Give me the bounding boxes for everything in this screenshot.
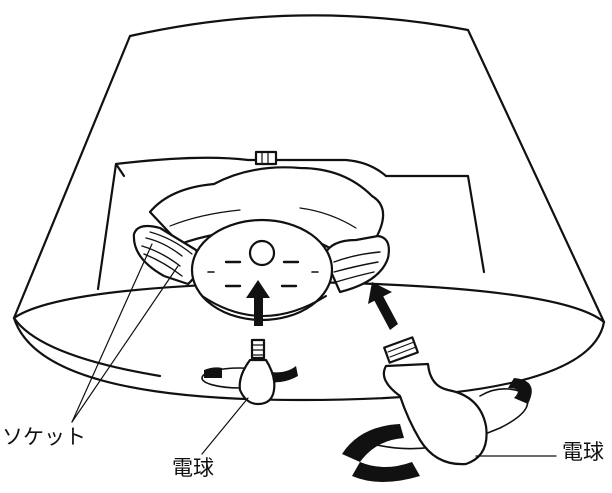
leader-lines — [71, 243, 557, 457]
socket-label: ソケット — [2, 425, 86, 449]
inner-housing — [96, 150, 486, 291]
bulb-label-right: 電球 — [562, 440, 604, 464]
up-arrow-center — [246, 280, 270, 326]
bulb-left — [201, 338, 298, 406]
bulb-right — [342, 336, 532, 482]
up-arrow-right — [368, 282, 398, 330]
bulb-label-left: 電球 — [172, 456, 214, 480]
center-plate — [190, 218, 334, 322]
socket-right — [322, 234, 390, 294]
